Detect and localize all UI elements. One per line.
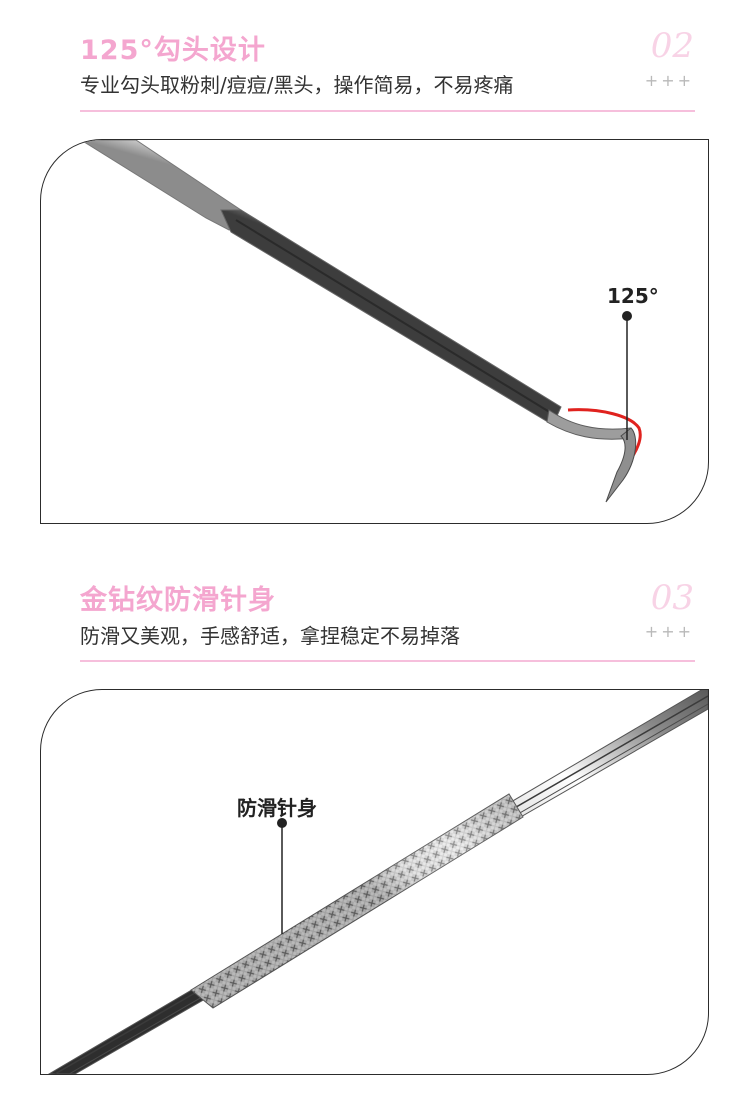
divider-line: [80, 660, 695, 662]
plus-decoration: +++: [644, 622, 694, 641]
plus-decoration: +++: [644, 71, 694, 90]
callout-dot-icon: [277, 818, 287, 828]
section-subtitle: 专业勾头取粉刺/痘痘/黑头，操作简易，不易疼痛: [80, 73, 514, 97]
section-number: 02: [650, 26, 694, 66]
anti-slip-callout-label: 防滑针身: [237, 796, 317, 820]
hook-product-image: 125°: [40, 139, 709, 524]
knurled-shaft-illustration: [48, 690, 708, 1074]
section-title: 金钻纹防滑针身: [80, 585, 276, 616]
hook-tool-illustration: [80, 140, 642, 503]
callout-dot-icon: [622, 311, 632, 321]
angle-callout-label: 125°: [607, 284, 659, 308]
divider-line: [80, 110, 695, 112]
anti-slip-section: 金钻纹防滑针身 03 防滑又美观，手感舒适，拿捏稳定不易掉落 +++: [0, 540, 750, 1110]
section-subtitle: 防滑又美观，手感舒适，拿捏稳定不易掉落: [80, 624, 460, 648]
section-title: 125°勾头设计: [80, 35, 266, 66]
hook-design-section: 125°勾头设计 02 专业勾头取粉刺/痘痘/黑头，操作简易，不易疼痛 +++: [0, 0, 750, 540]
section-number: 03: [650, 578, 694, 618]
knurled-shaft-image: 防滑针身: [40, 689, 709, 1075]
